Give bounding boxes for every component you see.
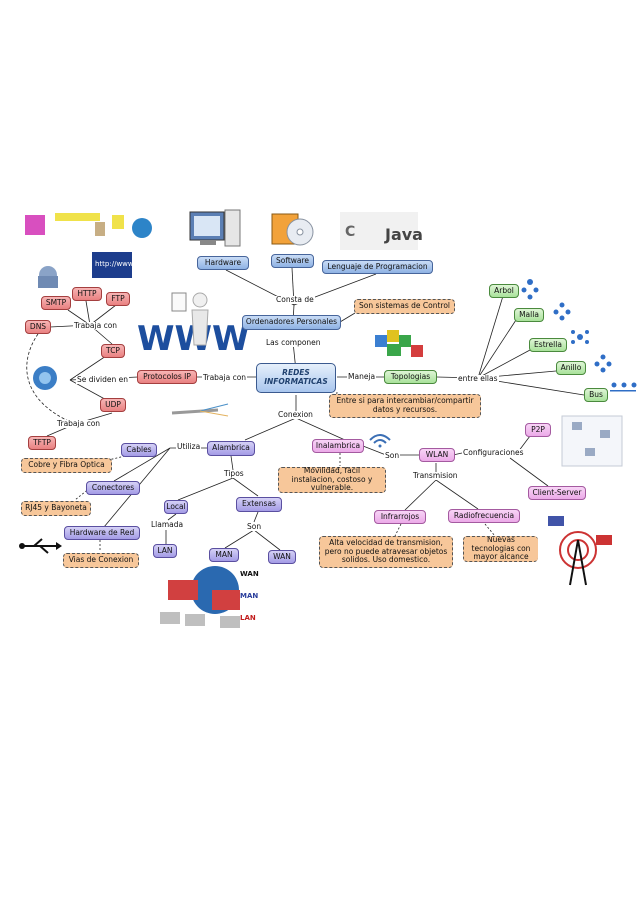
are-label-wireless: Son (384, 451, 401, 460)
tftp-node[interactable]: TFTP (28, 436, 56, 450)
svg-text:C: C (345, 224, 355, 240)
connection-label: Conexion (277, 410, 314, 419)
handles-label: Maneja (347, 372, 377, 381)
local-node[interactable]: Local (164, 500, 188, 514)
among-them-label: entre ellas (457, 374, 499, 383)
consists-of-label: Consta de (275, 295, 315, 304)
programming-language-node[interactable]: Lenguaje de Programacion (322, 260, 433, 274)
topologies-node[interactable]: Topologias (384, 370, 437, 384)
software-node[interactable]: Software (271, 254, 314, 268)
network-cable-picture (171, 403, 229, 417)
wireless-node[interactable]: Inalambrica (312, 439, 364, 453)
map-man-text: MAN (240, 592, 258, 600)
high-speed-note[interactable]: Alta velocidad de transmision, pero no p… (319, 536, 453, 568)
topology-icons (521, 279, 637, 392)
called-label: Llamada (150, 520, 185, 529)
new-technologies-note[interactable]: Nuevas tecnologias con mayor alcance (463, 536, 538, 562)
cables-node[interactable]: Cables (121, 443, 157, 457)
programming-languages-picture: Java C (340, 212, 423, 250)
monitor-computer-picture (189, 209, 241, 247)
star-topology-icon (571, 330, 589, 344)
star-node[interactable]: Estrella (529, 338, 567, 352)
mobility-note[interactable]: Movilidad, facil instalacion, costoso y … (278, 466, 386, 493)
wifi-icon (369, 434, 391, 448)
usb-icon (19, 538, 62, 554)
www-person-picture: WWW (137, 292, 250, 359)
http-node[interactable]: HTTP (72, 287, 102, 301)
transmission-label: Transmision (412, 471, 459, 480)
personal-computers-node[interactable]: Ordenadores Personales (242, 315, 341, 330)
dns-node[interactable]: DNS (25, 320, 51, 334)
bus-topology-icon (610, 382, 637, 392)
wan-node[interactable]: WAN (268, 550, 296, 564)
extended-node[interactable]: Extensas (236, 497, 282, 512)
java-text: Java (384, 225, 423, 244)
mesh-topology-icon (553, 302, 571, 321)
configurations-label: Configuraciones (462, 448, 525, 457)
map-wan-text: WAN (240, 570, 259, 578)
network-globe-picture (33, 366, 57, 390)
bus-node[interactable]: Bus (584, 388, 608, 402)
divided-into-label: Se dividen en (76, 375, 130, 384)
tcp-node[interactable]: TCP (101, 344, 125, 358)
http-url-text: http://www (95, 260, 134, 268)
works-with-label-bottom: Trabaja con (56, 419, 102, 428)
rj45-note[interactable]: RJ45 y Bayoneta (21, 501, 91, 516)
infrared-node[interactable]: Infrarrojos (374, 510, 426, 524)
ring-node[interactable]: Anillo (556, 361, 586, 375)
antenna-tower-picture (548, 516, 612, 586)
control-systems-note[interactable]: Son sistemas de Control (354, 299, 455, 314)
p2p-node[interactable]: P2P (525, 423, 551, 437)
ring-topology-icon (594, 354, 612, 373)
uses-label: Utiliza (176, 442, 202, 451)
network-hardware-node[interactable]: Hardware de Red (64, 526, 140, 540)
connection-note[interactable]: Entre si para intercambiar/compartir dat… (329, 394, 481, 418)
radiofrequency-node[interactable]: Radiofrecuencia (448, 509, 520, 523)
ip-protocols-node[interactable]: Protocolos IP (137, 370, 197, 384)
udp-node[interactable]: UDP (100, 398, 126, 412)
types-label: Tipos (223, 469, 245, 478)
composed-by-label: Las componen (265, 338, 322, 347)
works-with-label-center: Trabaja con (202, 373, 248, 382)
wlan-node[interactable]: WLAN (419, 448, 455, 462)
connectors-node[interactable]: Conectores (86, 481, 140, 495)
lan-node[interactable]: LAN (153, 544, 177, 558)
central-node[interactable]: REDES INFORMATICAS (256, 363, 336, 393)
ftp-node[interactable]: FTP (106, 292, 130, 306)
map-lan-text: LAN (240, 614, 256, 622)
browser-url-picture: http://www (92, 252, 134, 278)
mesh-node[interactable]: Malla (514, 308, 544, 322)
network-map-picture: WAN MAN LAN (160, 566, 259, 628)
wired-node[interactable]: Alambrica (207, 441, 255, 456)
software-box-picture (271, 213, 314, 246)
man-node[interactable]: MAN (209, 548, 239, 562)
copper-fiber-note[interactable]: Cobre y Fibra Optica (21, 458, 112, 473)
client-server-node[interactable]: Client-Server (528, 486, 586, 500)
client-server-network-picture (561, 415, 623, 467)
are-label-extended: Son (246, 522, 263, 531)
tree-node[interactable]: Arbol (489, 284, 519, 298)
tree-topology-icon (521, 279, 539, 300)
hardware-node[interactable]: Hardware (197, 256, 249, 270)
network-icons-picture (25, 213, 152, 288)
connection-paths-note[interactable]: Vias de Conexion (63, 553, 139, 568)
works-with-label-top: Trabaja con (73, 321, 119, 330)
smtp-node[interactable]: SMTP (41, 296, 71, 310)
puzzle-pieces-picture (375, 330, 423, 357)
